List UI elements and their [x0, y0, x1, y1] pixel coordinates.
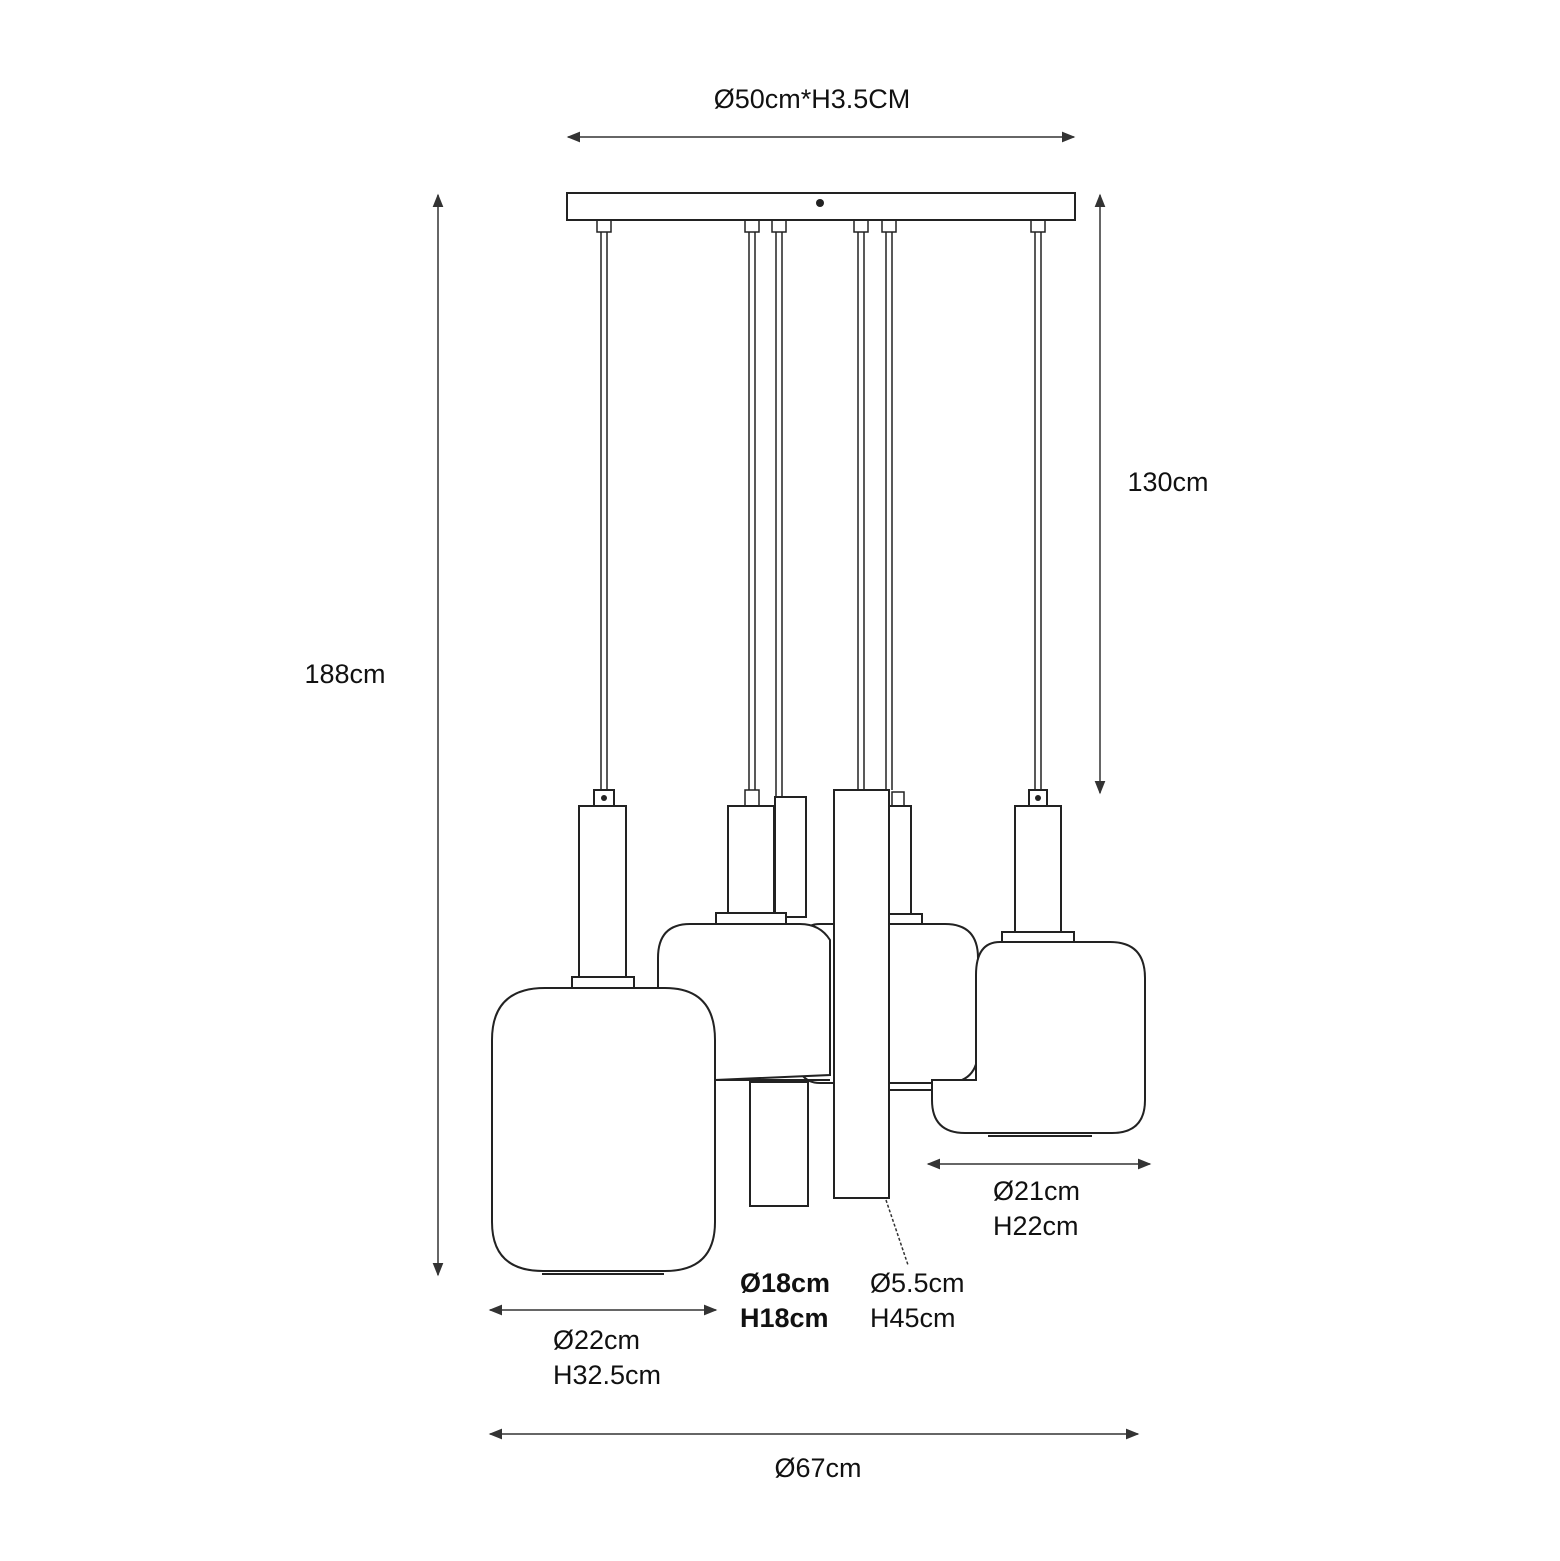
shade-middle-height-label: H18cm	[740, 1303, 829, 1333]
tube-diameter-label: Ø5.5cm	[870, 1268, 965, 1298]
canopy	[566, 192, 1076, 233]
pendant-tube	[833, 789, 890, 1199]
cables	[600, 232, 1042, 798]
cable-length-label: 130cm	[1127, 467, 1208, 497]
shade-left-diameter-label: Ø22cm	[553, 1325, 640, 1355]
shade-right-height-label: H22cm	[993, 1211, 1079, 1241]
overall-height-label: 188cm	[304, 659, 385, 689]
shade-left-height-label: H32.5cm	[553, 1360, 661, 1390]
pendant-left	[491, 789, 716, 1275]
tube-height-label: H45cm	[870, 1303, 956, 1333]
overall-width-label: Ø67cm	[774, 1453, 861, 1483]
pendant-right	[931, 789, 1146, 1137]
arrow-icon	[432, 131, 1152, 1440]
canopy-dimension-label: Ø50cm*H3.5CM	[714, 84, 911, 114]
shade-right-diameter-label: Ø21cm	[993, 1176, 1080, 1206]
tube-leader-line	[885, 1199, 909, 1266]
shade-middle-diameter-label: Ø18cm	[740, 1268, 830, 1298]
pendant-middle	[657, 789, 831, 1207]
